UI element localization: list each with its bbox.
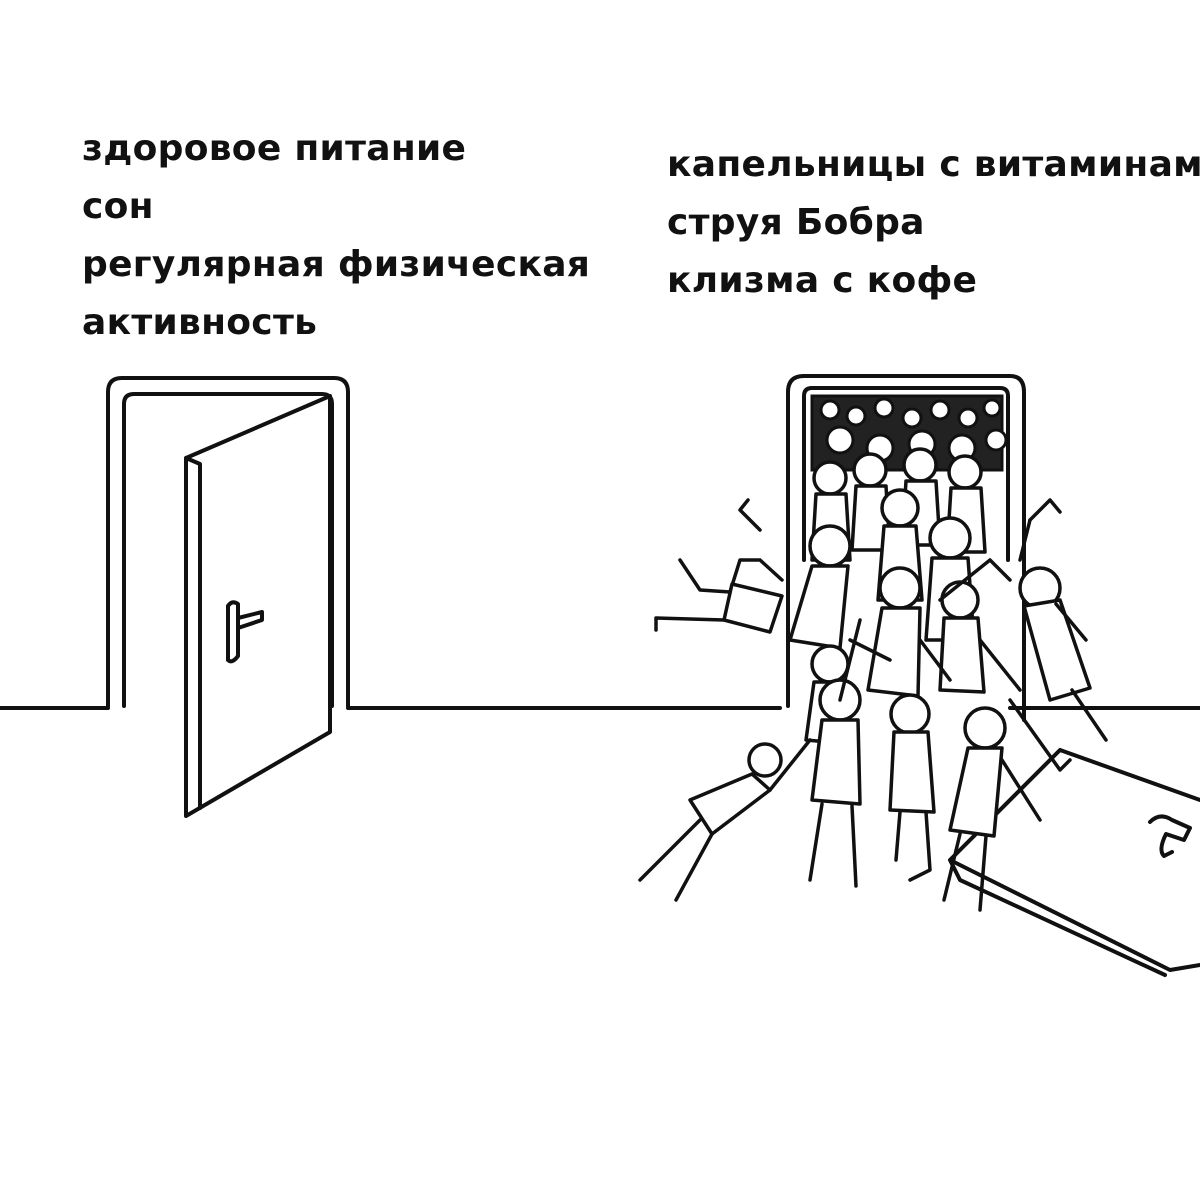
crowd-figures [638,447,1108,912]
right-door-frame [786,374,1026,722]
left-caption-line-2: сон [82,186,154,227]
right-door-handle-fallen [1148,814,1192,858]
right-caption-line-3: клизма с кофе [667,260,978,301]
left-door-caption: здоровое питание сон регулярная физическ… [82,120,590,352]
left-caption-line-4: активность [82,302,318,343]
right-door-frame-inner [802,386,1010,562]
right-caption-line-1: капельницы с витаминами [667,144,1200,185]
right-door-caption: капельницы с витаминами струя Бобра клиз… [667,136,1200,310]
left-caption-line-3: регулярная физическая [82,244,591,285]
left-door-leaf-edge [184,456,202,810]
left-door-handle [226,600,264,664]
left-door-frame [106,376,350,708]
left-door-leaf [184,394,332,818]
left-caption-line-1: здоровое питание [82,128,467,169]
right-caption-line-2: струя Бобра [667,202,925,243]
